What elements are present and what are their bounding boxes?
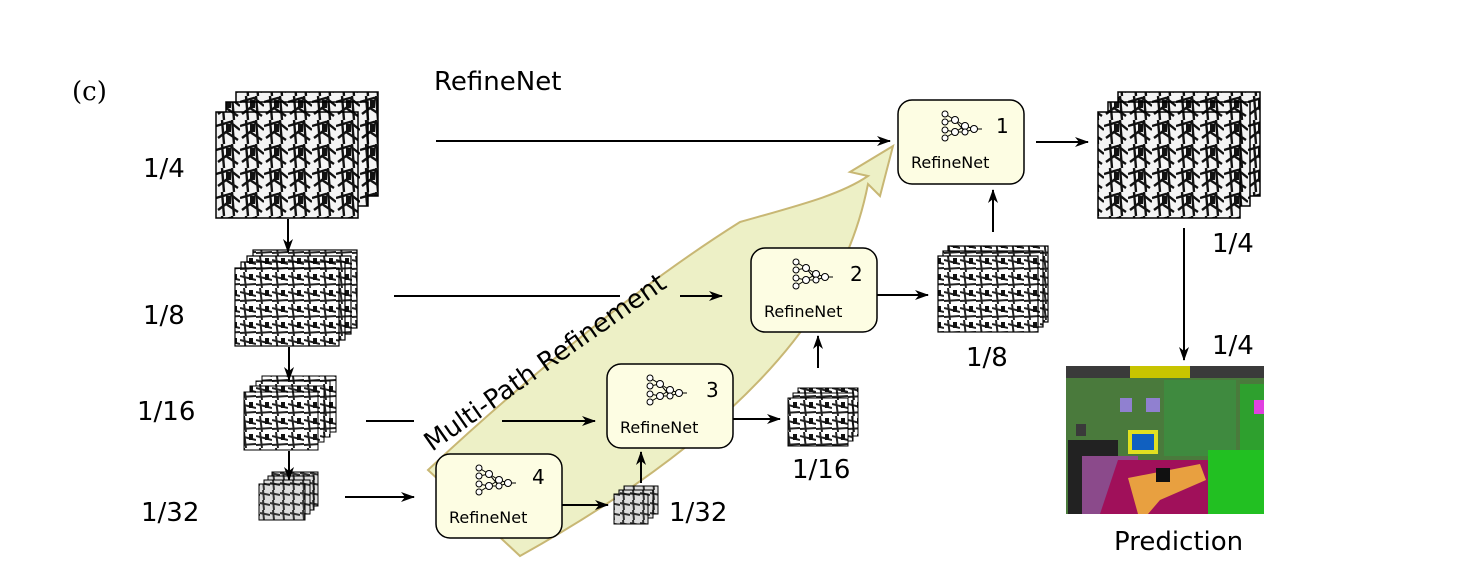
network-icon — [646, 374, 687, 406]
panel-label: (c) — [72, 77, 107, 107]
network-icon — [475, 464, 516, 496]
block-label-3: RefineNet — [620, 418, 698, 437]
prediction-segmentation-image — [1066, 366, 1264, 514]
prediction-label: Prediction — [1114, 527, 1243, 557]
network-icon — [792, 258, 833, 290]
output-map-1-32 — [613, 485, 659, 525]
prediction-scale-label: 1/4 — [1212, 331, 1254, 361]
block-number-2: 2 — [850, 262, 863, 286]
block-number-3: 3 — [706, 378, 719, 402]
output-label-1-32: 1/32 — [669, 498, 727, 528]
refinenet-block-2: 2 RefineNet — [750, 247, 878, 333]
output-label-1-4: 1/4 — [1212, 229, 1254, 259]
output-label-1-16: 1/16 — [792, 455, 850, 485]
diagram-title: RefineNet — [434, 67, 561, 97]
refinenet-block-1: 1 RefineNet — [897, 99, 1025, 185]
scale-label-1-4: 1/4 — [143, 154, 185, 184]
output-label-1-8: 1/8 — [966, 343, 1008, 373]
block-number-4: 4 — [532, 465, 545, 489]
block-label-2: RefineNet — [764, 302, 842, 321]
scale-label-1-32: 1/32 — [141, 498, 199, 528]
feature-map-1-32 — [258, 471, 319, 521]
feature-map-1-8 — [234, 249, 358, 347]
skip-arrows — [345, 136, 891, 502]
output-map-1-4 — [1097, 91, 1261, 219]
refinenet-block-4: 4 RefineNet — [435, 453, 563, 539]
feature-map-1-16 — [243, 375, 337, 451]
output-arrows — [562, 137, 1189, 510]
block-number-1: 1 — [996, 114, 1009, 138]
output-map-1-16 — [787, 387, 859, 447]
output-map-1-8 — [937, 245, 1049, 333]
block-label-4: RefineNet — [449, 508, 527, 527]
block-label-1: RefineNet — [911, 153, 989, 172]
scale-label-1-16: 1/16 — [137, 397, 195, 427]
downsample-arrows — [283, 219, 294, 481]
network-icon — [941, 110, 982, 142]
refinenet-block-3: 3 RefineNet — [606, 363, 734, 449]
feature-map-1-4 — [215, 91, 379, 219]
scale-label-1-8: 1/8 — [143, 301, 185, 331]
